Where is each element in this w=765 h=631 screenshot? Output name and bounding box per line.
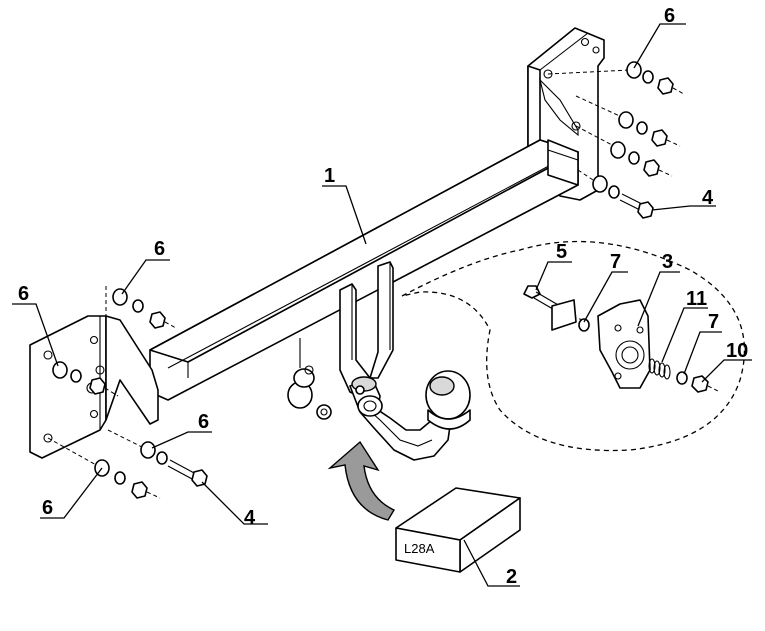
right-lower-fasteners [575,125,673,177]
detail-washer-7-upper [578,318,590,332]
callout-6-left-mid: 6 [198,411,209,433]
callout-4-right: 4 [702,187,714,209]
left-plate-fasteners [52,361,119,397]
left-mid-fasteners [107,429,208,487]
install-arrow [327,440,396,521]
callout-10: 10 [726,340,748,362]
detail-washer-7-lower [676,371,688,385]
callout-2: 2 [506,566,517,588]
callout-4-left: 4 [244,507,256,529]
right-middle-fasteners [575,95,681,147]
main-crossbar [149,139,579,401]
detail-spring-11 [648,358,671,380]
callout-6-left-plate: 6 [18,283,29,305]
callout-3: 3 [662,251,673,273]
box-label: L28A [404,541,435,556]
callout-1: 1 [324,165,335,187]
callout-7-upper: 7 [610,251,621,273]
right-bolt-4-fasteners [577,169,654,219]
callout-7-lower: 7 [708,311,719,333]
hitch-mounting-plates [339,261,394,401]
tow-ball-assembly [316,370,471,461]
callout-11: 11 [686,288,707,310]
detail-outline [401,240,746,452]
callout-6-left-bottom: 6 [42,497,53,519]
callout-5: 5 [556,241,567,263]
electrical-kit-box: L28A [395,487,521,573]
detail-socket-plate-3 [597,299,651,389]
callout-6-left-bracket-top: 6 [154,238,165,260]
leader-lines [12,23,752,587]
detail-spacer-plate [551,299,577,331]
right-upper-fasteners [547,61,685,95]
callout-6-top-right: 6 [664,5,675,27]
left-mounting-bracket [29,315,159,459]
socket-housing [287,338,315,409]
